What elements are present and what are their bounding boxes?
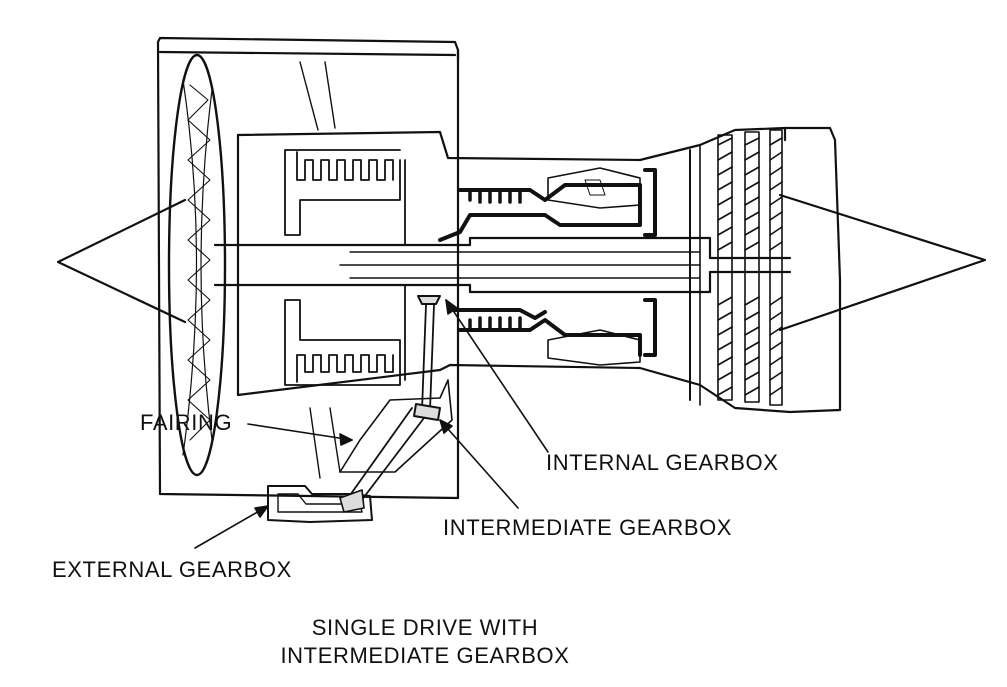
diagram-caption: SINGLE DRIVE WITH INTERMEDIATE GEARBOX xyxy=(0,614,850,670)
external-gearbox-label: EXTERNAL GEARBOX xyxy=(52,557,292,582)
internal-gearbox-label: INTERNAL GEARBOX xyxy=(546,450,779,475)
exhaust-cone xyxy=(778,193,987,332)
combustor-upper xyxy=(547,167,641,209)
fairing-label: FAIRING xyxy=(140,410,233,435)
intermediate-gearbox-leader xyxy=(439,419,519,509)
caption-line-1: SINGLE DRIVE WITH xyxy=(311,615,539,640)
core-cowl-upper xyxy=(236,126,787,162)
fairing-leader xyxy=(247,423,353,441)
external-gearbox-shape xyxy=(267,485,373,523)
lp-turbine-stages xyxy=(717,129,783,406)
external-gearbox-leader xyxy=(194,505,269,549)
fairing-shape xyxy=(339,379,453,473)
lp-compressor-lower xyxy=(284,299,401,386)
fan-blade xyxy=(167,53,227,477)
internal-gearbox-shape xyxy=(417,295,441,305)
combustor-lower xyxy=(547,329,641,366)
lp-compressor-upper xyxy=(284,149,401,236)
core-cowl-lower xyxy=(236,363,792,414)
caption-line-2: INTERMEDIATE GEARBOX xyxy=(280,643,570,668)
nose-cone xyxy=(56,198,187,324)
radial-drive-shaft xyxy=(421,304,435,411)
intermediate-gearbox-label: INTERMEDIATE GEARBOX xyxy=(443,515,733,540)
main-shaft xyxy=(213,236,792,260)
internal-gearbox-leader xyxy=(445,299,549,453)
intermediate-gearbox-shape xyxy=(413,403,441,421)
